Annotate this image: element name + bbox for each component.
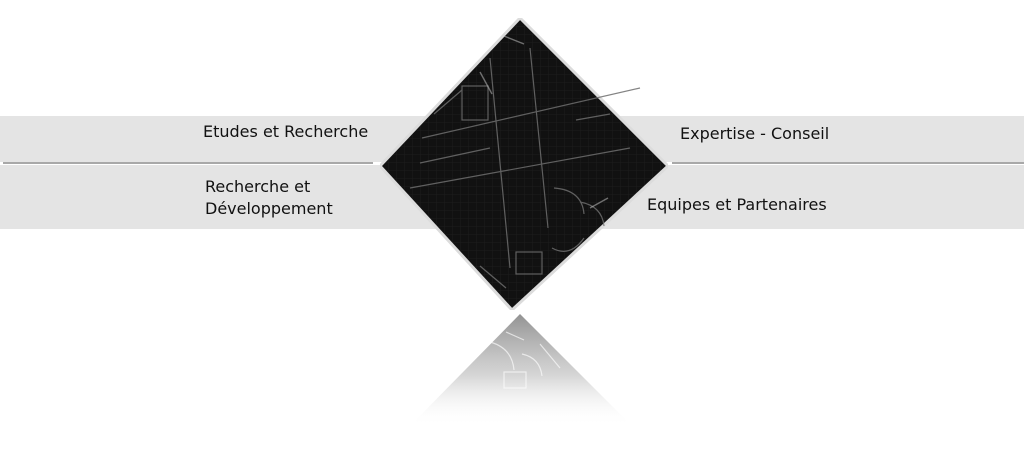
blueprint-diamond-svg xyxy=(380,18,668,310)
research-development-link[interactable]: Recherche et Développement xyxy=(205,177,333,218)
menu-divider-right xyxy=(672,162,1024,164)
blueprint-diamond-icon xyxy=(380,18,668,310)
blueprint-reflection-icon xyxy=(410,314,632,426)
blueprint-reflection-svg xyxy=(410,314,632,426)
studies-research-link[interactable]: Etudes et Recherche xyxy=(203,122,369,141)
expertise-consulting-link[interactable]: Expertise - Conseil xyxy=(680,124,830,143)
teams-partners-link[interactable]: Equipes et Partenaires xyxy=(647,195,827,214)
menu-divider-left xyxy=(3,162,373,164)
